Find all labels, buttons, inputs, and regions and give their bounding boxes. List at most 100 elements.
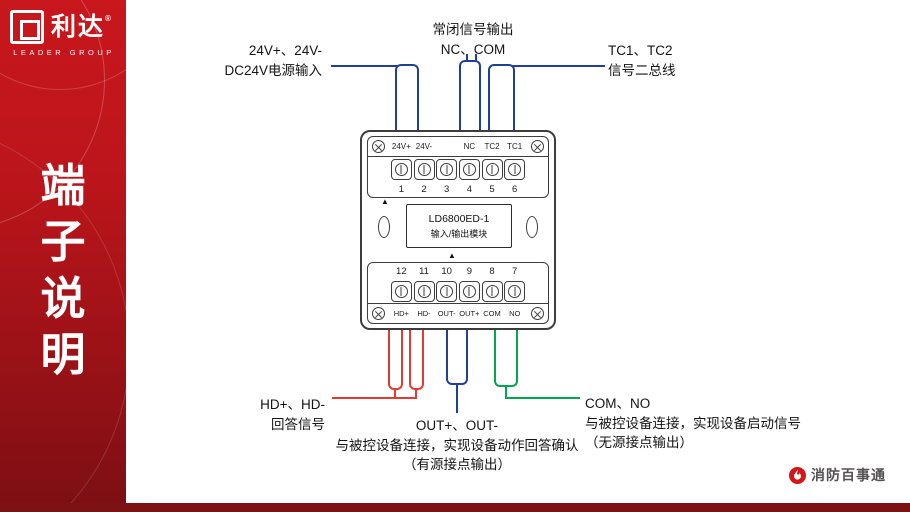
terminal-number: 10 (441, 265, 452, 277)
io-module: 24V+ 24V- NC TC2 TC1 1 2 3 4 (360, 130, 556, 330)
footer-bar (0, 503, 910, 512)
terminal-number: 4 (466, 184, 472, 195)
corner-screw-icon (531, 140, 544, 153)
terminal-number: 11 (419, 265, 429, 277)
terminal (436, 280, 458, 302)
terminal (436, 159, 458, 180)
screw-icon (462, 284, 476, 298)
com-wire-stub (475, 54, 477, 62)
terminal-number: 6 (512, 184, 518, 195)
red-banner: 利达® LEADER GROUP 端 子 说 明 (0, 0, 126, 512)
leader-logo: 利达® LEADER GROUP (10, 10, 118, 57)
terminal (413, 280, 435, 302)
terminal (390, 159, 412, 180)
screw-icon (485, 163, 499, 176)
terminal-label: TC2 (484, 142, 500, 151)
terminal-number: 5 (489, 184, 495, 195)
terminal (458, 159, 480, 180)
title-char: 端 (40, 160, 86, 211)
xiaofang-brand: 消防百事通 (789, 465, 886, 485)
com-no-wire-tube (494, 328, 518, 387)
screw-icon (394, 163, 408, 176)
terminal (504, 280, 526, 302)
annotation-out-terminals: OUT+、OUT- (415, 418, 499, 433)
title-char: 说 (40, 272, 86, 324)
terminal (504, 159, 526, 180)
bottom-number-row: 12 11 10 9 8 7 (368, 263, 548, 279)
leader-logo-icon (10, 10, 44, 44)
terminal-label: NC (463, 142, 476, 151)
annotation-out: OUT+、OUT- 与被控设备连接，实现设备动作回答确认 （有源接点输出） (316, 416, 598, 475)
screw-icon (485, 284, 499, 298)
bottom-label-row: HD+ HD- OUT- OUT+ COM NO (368, 303, 548, 323)
terminal (458, 280, 480, 302)
hd-plus-wire-tube (388, 328, 403, 390)
terminal (390, 280, 412, 302)
title-char: 明 (40, 328, 86, 380)
screw-icon (440, 163, 454, 176)
annotation-power-terminals: 24V+、24V- (248, 43, 322, 58)
screw-icon (417, 163, 431, 176)
power-wire-tube (395, 64, 419, 132)
nc-wire-stub (466, 54, 468, 62)
decorative-arc (0, 0, 126, 90)
hd-wire-stub-2 (415, 389, 417, 398)
annotation-hd: HD+、HD- 回答信号 (185, 395, 325, 434)
screw-icon (440, 284, 454, 298)
annotation-hd-terminals: HD+、HD- (260, 397, 325, 412)
triangle-marker: ▲ (381, 197, 389, 206)
module-type: 输入/输出模块 (430, 228, 488, 239)
terminal-number: 9 (466, 265, 472, 277)
power-wire-line (331, 65, 401, 67)
terminal-number: 3 (444, 184, 450, 195)
terminal-label: NO (509, 309, 521, 318)
annotation-com-no-terminals: COM、NO (585, 396, 651, 411)
terminal (481, 159, 503, 180)
annotation-hd-desc: 回答信号 (271, 416, 325, 432)
terminal (413, 159, 435, 180)
terminal-number: 12 (396, 265, 407, 277)
screw-icon (462, 163, 476, 176)
terminal (481, 280, 503, 302)
leader-logo-en: LEADER GROUP (13, 48, 115, 57)
corner-screw-icon (531, 307, 544, 320)
module-nameplate: LD6800ED-1 输入/输出模块 (406, 204, 512, 248)
terminal-label: COM (483, 309, 501, 318)
leader-logo-cn: 利达® (51, 12, 113, 41)
screw-icon (417, 284, 431, 298)
terminal-number: 8 (489, 265, 495, 277)
registered-mark: ® (105, 13, 113, 23)
terminal-number: 7 (512, 265, 518, 277)
screw-icon (394, 284, 408, 298)
bottom-terminal-strip: 12 11 10 9 8 7 HD+ HD- OUT- OUT+ (367, 262, 549, 324)
terminal-number: 2 (421, 184, 427, 195)
tc-wire-tube (488, 64, 515, 132)
terminal-label: OUT+ (459, 309, 480, 318)
terminal-label: TC1 (507, 142, 523, 151)
top-label-row: 24V+ 24V- NC TC2 TC1 (368, 137, 548, 157)
top-number-row: 1 2 3 4 5 6 (368, 182, 548, 197)
annotation-out-note: （有源接点输出） (403, 457, 511, 473)
hd-wire-line (332, 397, 417, 399)
nc-com-wire-tube (459, 60, 481, 132)
terminal-label: 24V+ (391, 142, 411, 151)
annotation-com-no-note: （无源接点输出） (585, 435, 693, 451)
hd-wire-stub-1 (394, 389, 396, 398)
annotation-com-no: COM、NO 与被控设备连接，实现设备启动信号 （无源接点输出） (585, 394, 835, 453)
corner-screw-icon (372, 307, 385, 320)
tc-wire-line (512, 65, 605, 67)
screw-icon (508, 284, 522, 298)
hd-minus-wire-tube (409, 328, 424, 390)
annotation-nc-com-desc: 常闭信号输出 (432, 22, 514, 37)
annotation-nc-com-terminals: NC、COM (440, 41, 506, 57)
top-terminal-row (368, 157, 548, 182)
out-wire-stub (456, 384, 458, 413)
com-no-wire-line (505, 397, 580, 399)
annotation-com-no-desc: 与被控设备连接，实现设备启动信号 (585, 415, 801, 431)
annotation-nc-com: 常闭信号输出 NC、COM (403, 20, 543, 59)
terminal-label: HD- (417, 309, 431, 318)
annotation-out-desc: 与被控设备连接，实现设备动作回答确认 (335, 437, 579, 453)
annotation-tc-desc: 信号二总线 (608, 62, 676, 78)
triangle-marker: ▲ (448, 251, 456, 260)
